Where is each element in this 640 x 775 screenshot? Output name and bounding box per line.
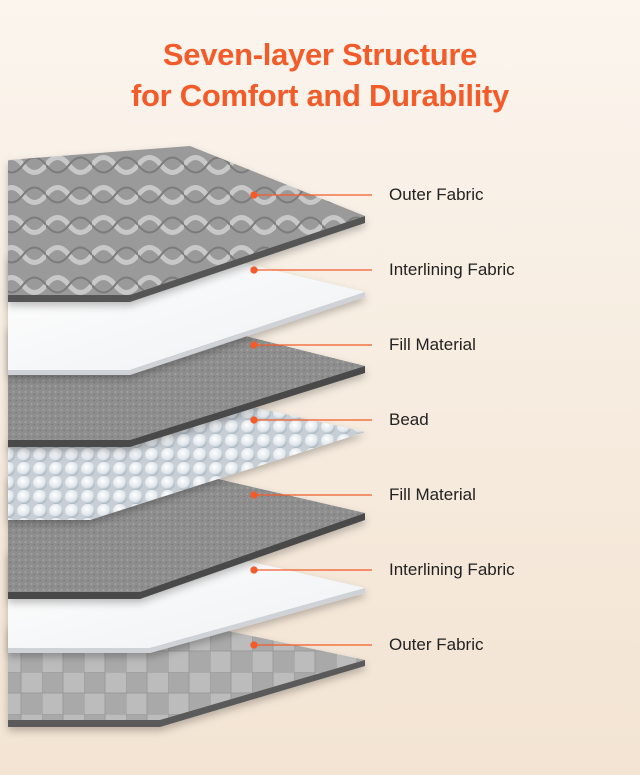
label-interlining-fabric-top: Interlining Fabric [389, 260, 515, 279]
label-outer-fabric-top: Outer Fabric [389, 185, 484, 204]
leader-lines [250, 191, 372, 649]
title-line-2: for Comfort and Durability [131, 78, 509, 113]
label-fill-material-top: Fill Material [389, 335, 476, 354]
label-outer-fabric-bottom: Outer Fabric [389, 635, 484, 654]
diagram-title: Seven-layer Structure for Comfort and Du… [0, 34, 640, 116]
label-bead: Bead [389, 410, 429, 429]
label-interlining-fabric-bottom: Interlining Fabric [389, 560, 515, 579]
label-fill-material-bottom: Fill Material [389, 485, 476, 504]
layer-outer-fabric-top [8, 146, 365, 302]
title-line-1: Seven-layer Structure [162, 37, 478, 72]
